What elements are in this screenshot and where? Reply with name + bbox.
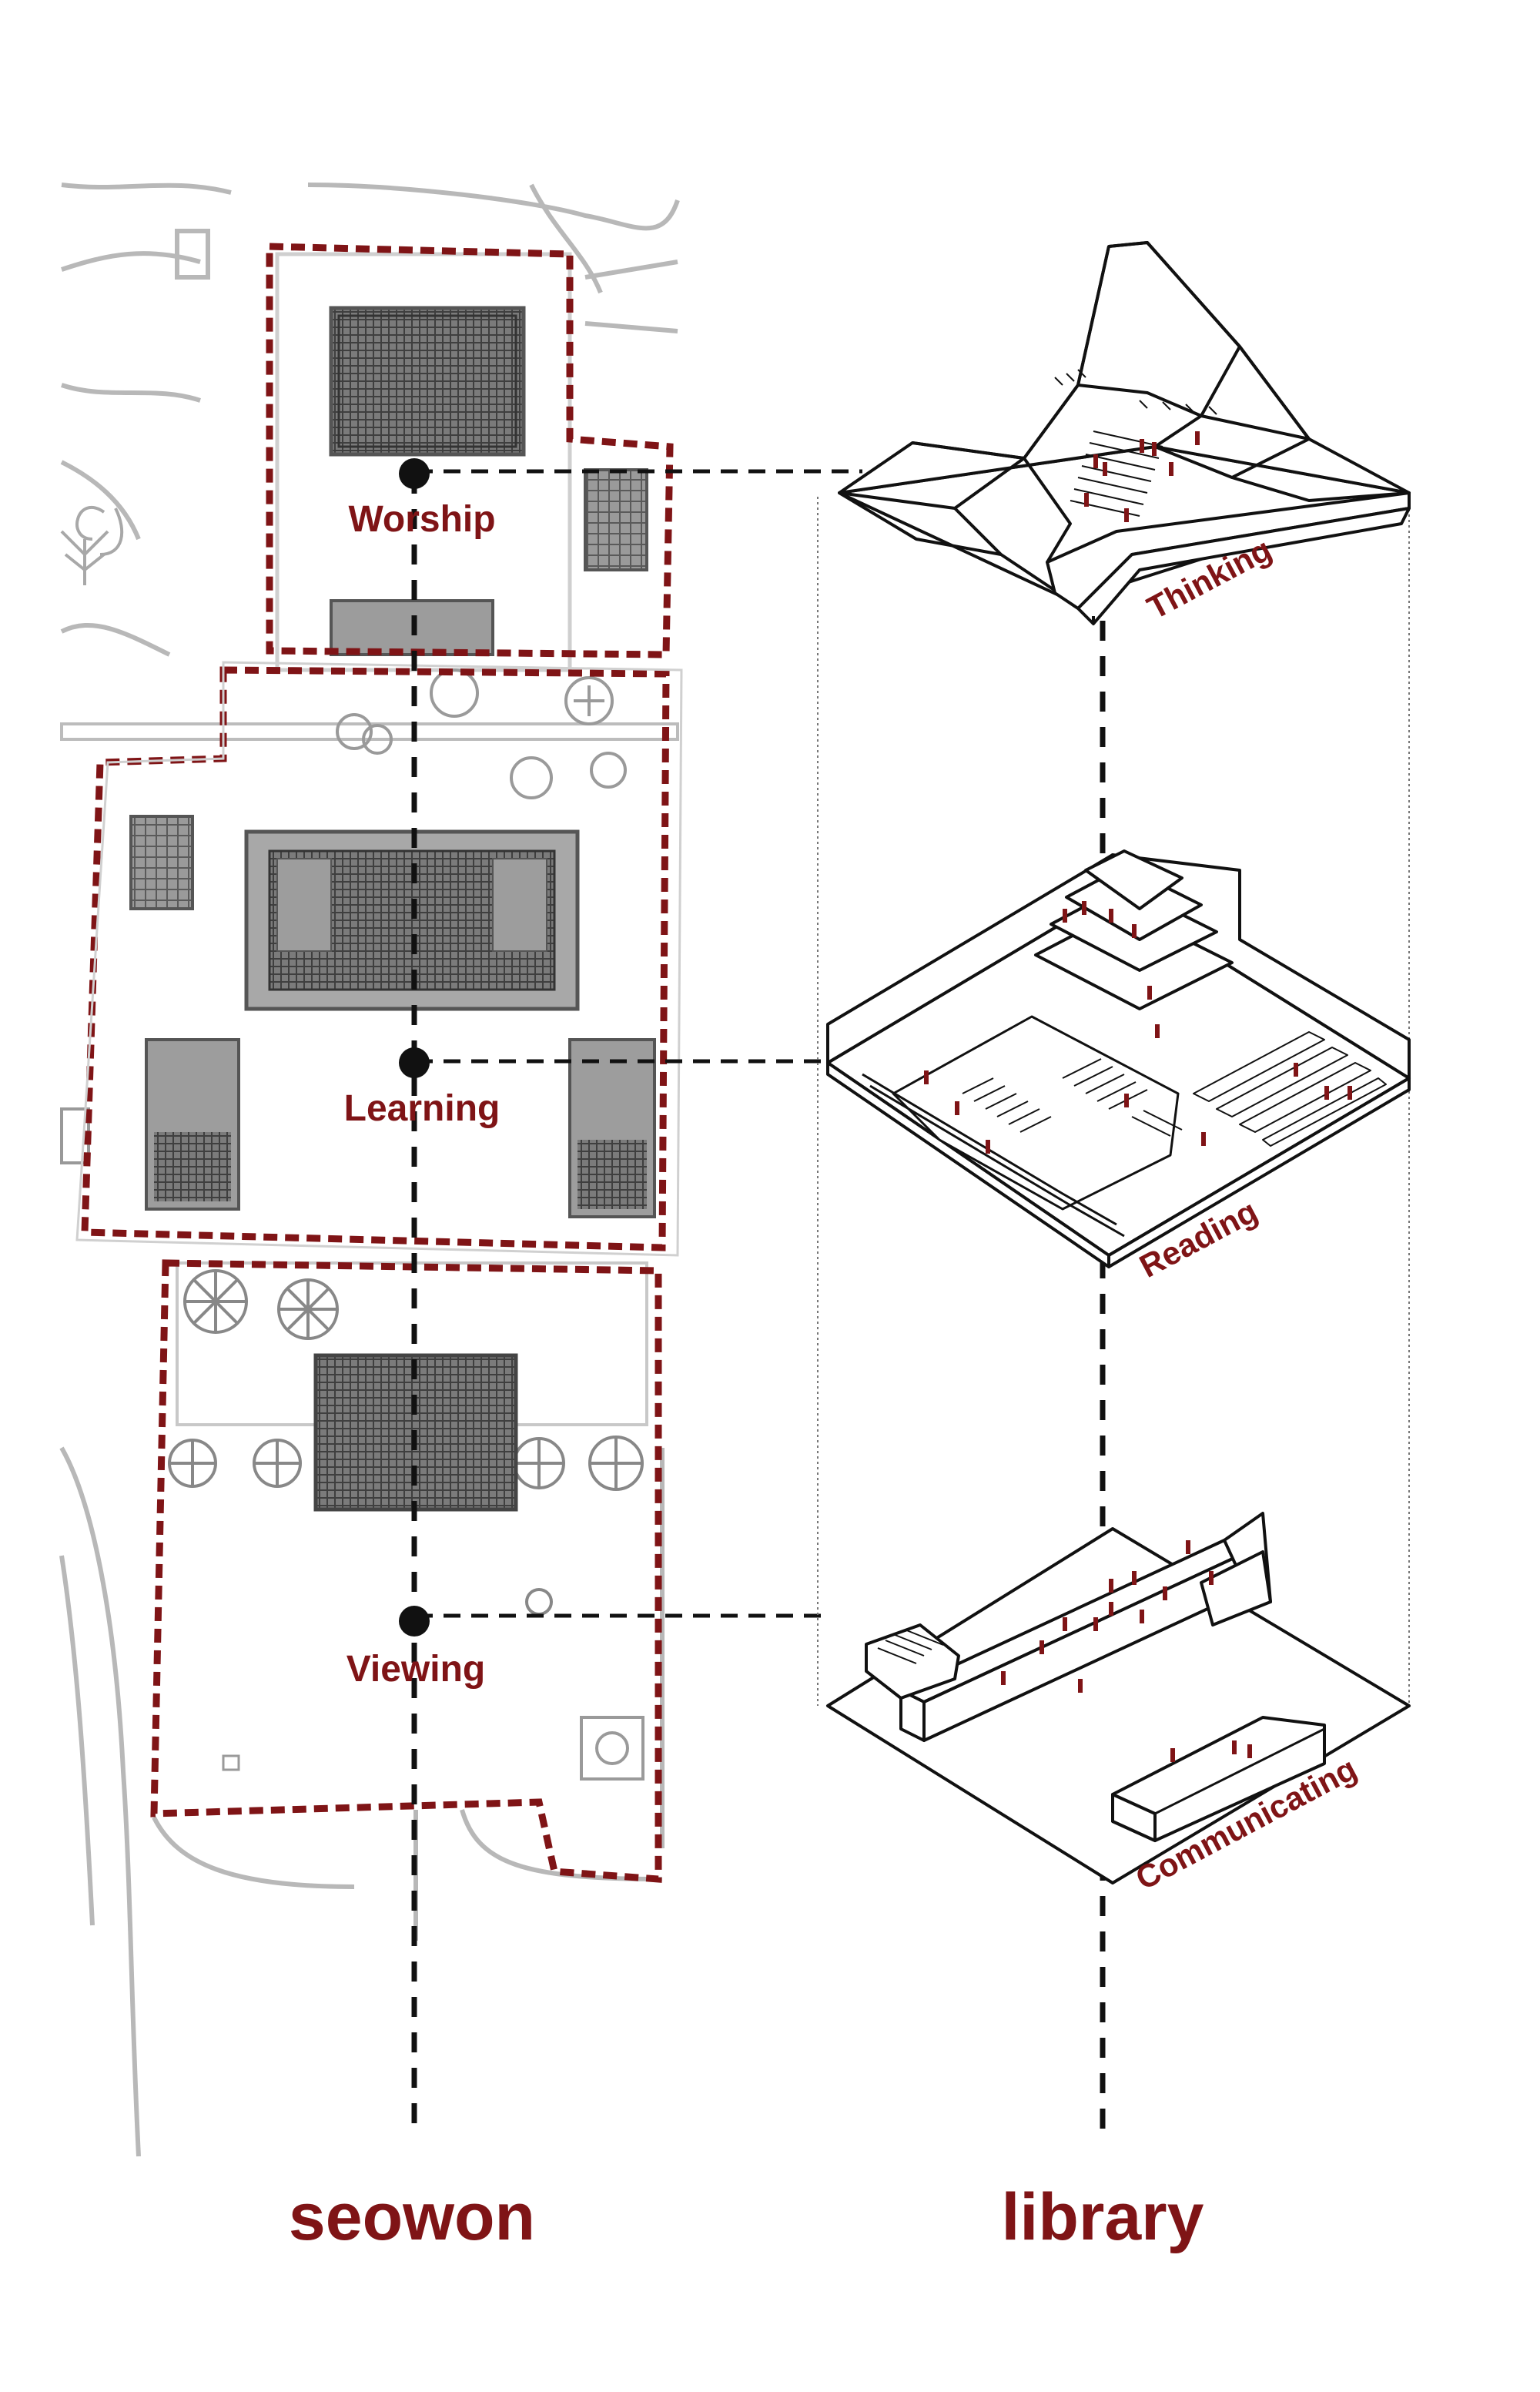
- library-title: library: [1002, 2180, 1204, 2254]
- viewing-trees: [168, 1269, 644, 1616]
- reading-level: [826, 849, 1411, 1268]
- learning-storehouse: [129, 815, 194, 910]
- well: [580, 1716, 644, 1781]
- learning-node: [399, 1047, 430, 1078]
- worship-node: [399, 458, 430, 489]
- context-trees: [60, 505, 124, 585]
- seowon-site-plan: Worship Learning Viewing: [59, 183, 683, 2157]
- viewing-label: Viewing: [346, 1649, 486, 1690]
- thinking-level: [838, 241, 1411, 625]
- seowon-title: seowon: [289, 2180, 535, 2254]
- viewing-zone: [150, 1259, 662, 1883]
- learning-label: Learning: [344, 1088, 500, 1129]
- learning-zone: [60, 661, 683, 1257]
- communicating-level: [826, 1512, 1411, 1884]
- small-outbuilding: [175, 229, 210, 280]
- zone-level-connectors: [416, 469, 862, 1618]
- viewing-zone-boundary: [150, 1259, 662, 1883]
- learning-courtyard-trees: [336, 668, 627, 799]
- worship-side-hall: [584, 468, 648, 571]
- worship-label: Worship: [348, 499, 495, 540]
- library-axonometric: Thinking: [817, 241, 1411, 2133]
- viewing-node: [399, 1606, 430, 1637]
- projection-lines: [817, 493, 1410, 1706]
- worship-zone-boundary: [266, 243, 674, 658]
- shrine-building: [329, 306, 526, 457]
- worship-zone: [266, 243, 674, 672]
